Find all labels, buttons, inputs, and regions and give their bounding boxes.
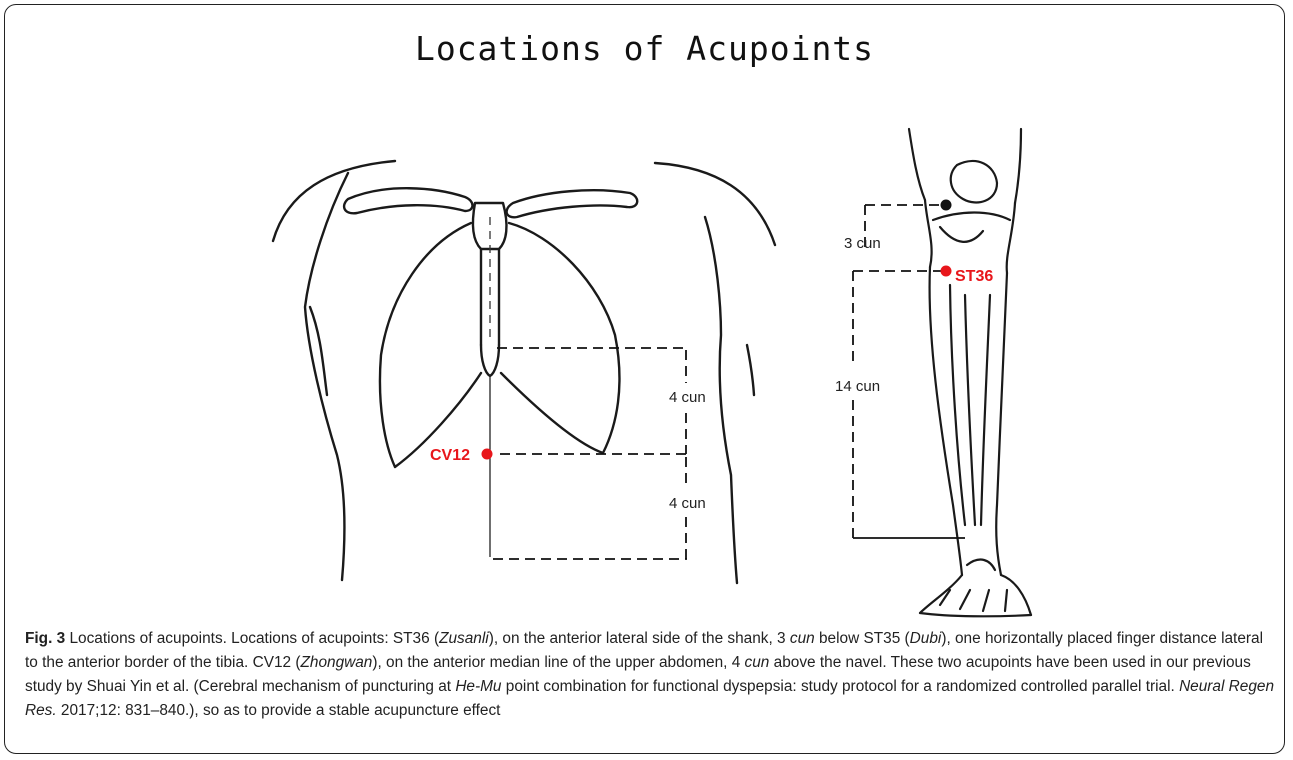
figure-frame: Locations of Acupoints bbox=[4, 4, 1285, 754]
torso-measure-lines bbox=[493, 348, 687, 559]
st36-label: ST36 bbox=[955, 268, 993, 285]
figure-caption: Fig. 3 Locations of acupoints. Locations… bbox=[25, 627, 1275, 723]
leg-upper-distance-label: 3 cun bbox=[844, 235, 881, 252]
caption-italic: He-Mu bbox=[455, 678, 501, 695]
acupoint-illustration: CV12 4 cun 4 cun bbox=[5, 5, 1285, 620]
torso-drawing bbox=[273, 161, 775, 583]
caption-text: 2017;12: 831–840.), so as to provide a s… bbox=[57, 702, 501, 719]
leg-lower-distance-label: 14 cun bbox=[835, 378, 880, 395]
figure-number: Fig. 3 bbox=[25, 630, 65, 647]
caption-italic: Zhongwan bbox=[300, 654, 372, 671]
leg-measure-lines bbox=[853, 205, 941, 538]
leg-drawing bbox=[909, 129, 1031, 616]
torso-upper-distance-label: 4 cun bbox=[669, 389, 706, 406]
st35-point bbox=[941, 200, 952, 211]
st36-point bbox=[941, 266, 952, 277]
caption-italic: Zusanli bbox=[439, 630, 489, 647]
caption-italic: cun bbox=[790, 630, 815, 647]
caption-italic: Dubi bbox=[910, 630, 942, 647]
torso-lower-distance-label: 4 cun bbox=[669, 495, 706, 512]
caption-text: ), on the anterior median line of the up… bbox=[372, 654, 744, 671]
caption-text: ), on the anterior lateral side of the s… bbox=[489, 630, 790, 647]
caption-text: point combination for functional dyspeps… bbox=[502, 678, 1180, 695]
cv12-label: CV12 bbox=[430, 447, 470, 464]
caption-text: below ST35 ( bbox=[815, 630, 910, 647]
caption-italic: cun bbox=[745, 654, 770, 671]
caption-text: Locations of acupoints. Locations of acu… bbox=[65, 630, 439, 647]
cv12-point bbox=[482, 449, 493, 460]
